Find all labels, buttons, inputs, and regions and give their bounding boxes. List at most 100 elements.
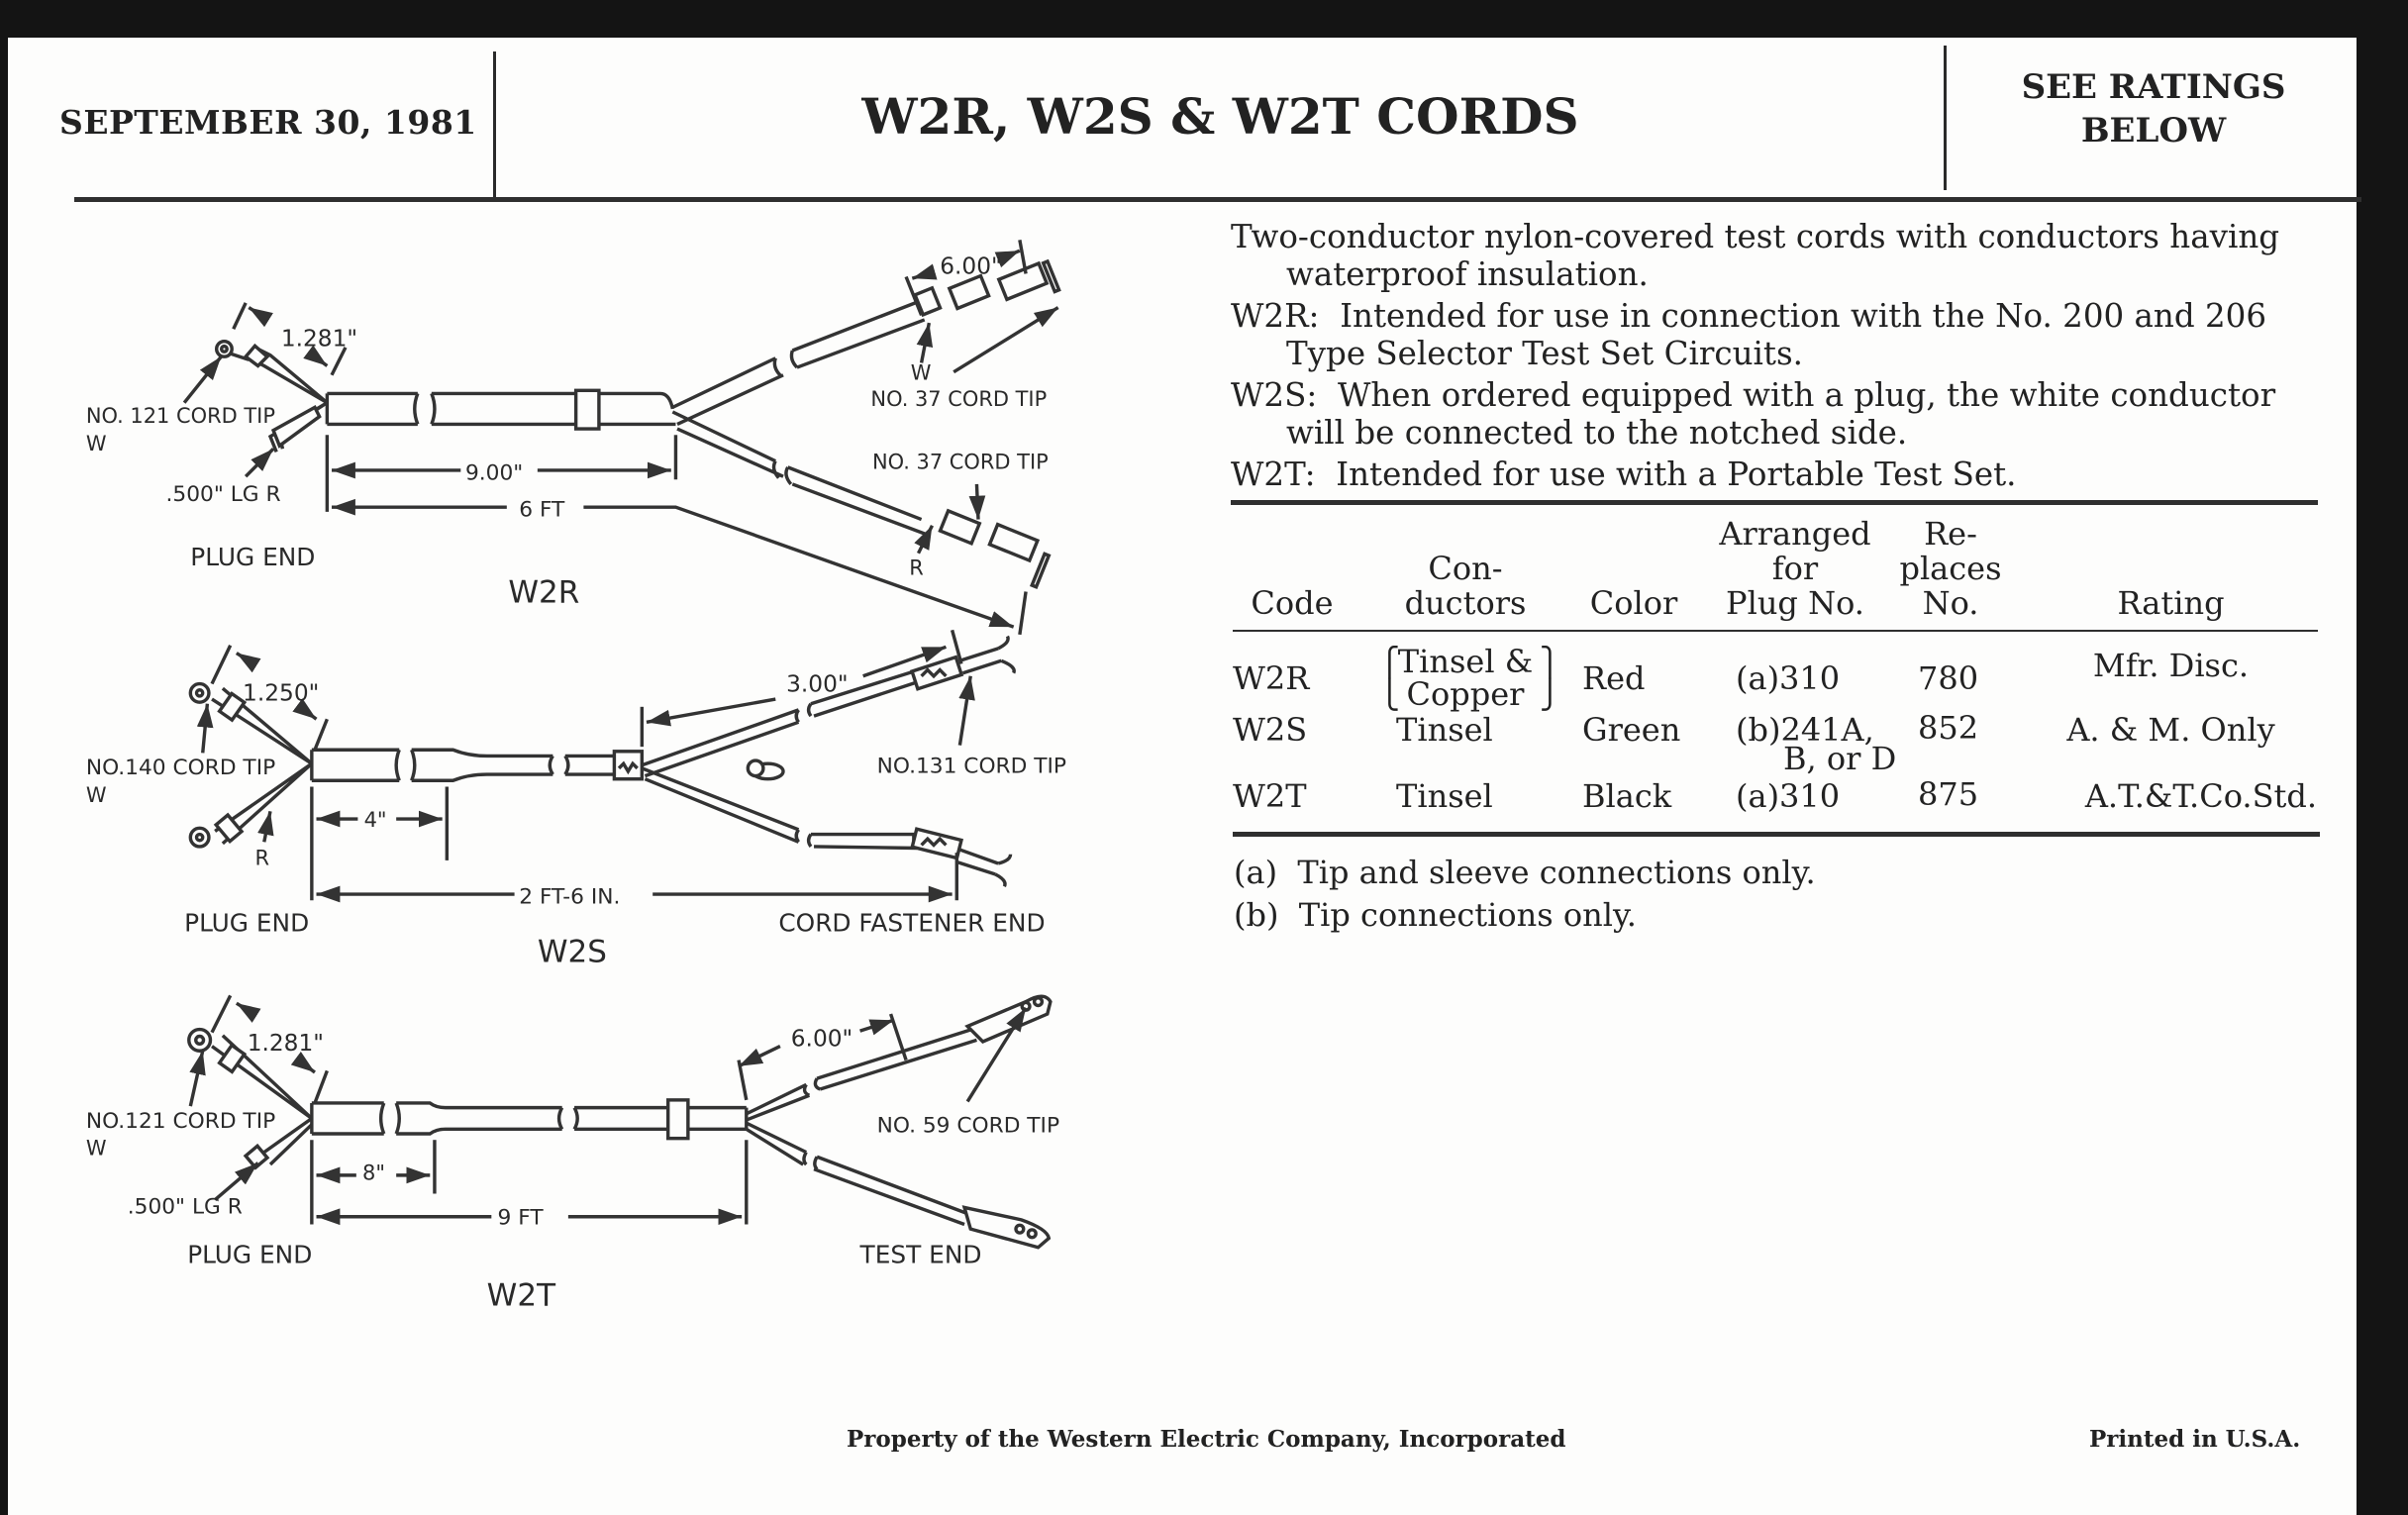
w2r-branch-length: 6.00": [940, 252, 1001, 279]
w2t-upper-branch: [746, 994, 1053, 1122]
description-text: Intended for use in connection with the …: [1286, 297, 2267, 372]
footnotes: (a) Tip and sleeve connections only. (b)…: [1234, 852, 1816, 937]
w2s-name: W2S: [538, 934, 607, 969]
w2s-main-cord: [310, 748, 645, 782]
cell-code: W2S: [1233, 711, 1308, 749]
w2s-dimensions: [196, 629, 975, 903]
cord-tip-icon: [938, 508, 982, 547]
w2t-far-tip-label: NO. 59 CORD TIP: [877, 1113, 1059, 1138]
w2t-sleeve-length: 8": [362, 1162, 385, 1185]
w2s-plug-tip-conductor: W: [86, 783, 107, 807]
cord-fastener-icon: [746, 758, 785, 781]
plug-line: B, or D: [1783, 740, 1897, 777]
description-lead: W2R:: [1231, 297, 1320, 335]
cord-tip-icon: [947, 273, 991, 311]
w2t-dimensions: [188, 994, 1028, 1226]
ring-tip-icon: [188, 826, 211, 849]
w2r-plug-end: PLUG END: [190, 543, 315, 571]
ratings-note-line-2: BELOW: [2080, 111, 2227, 151]
w2s-lower-branch: [641, 766, 1013, 888]
w2s-far-end: CORD FASTENER END: [778, 908, 1045, 937]
w2s-plug-tip-label: NO.140 CORD TIP: [86, 756, 275, 780]
footer-property: Property of the Western Electric Company…: [847, 1426, 1566, 1453]
cord-tip-icon: [996, 260, 1050, 302]
w2t-far-end: TEST END: [859, 1240, 982, 1268]
header-line: Re-: [1924, 515, 1977, 553]
table-header-rule: [1233, 630, 2318, 632]
col-header-conductors: Con- ductors: [1366, 552, 1564, 621]
w2t-overall-length: 9 FT: [498, 1206, 545, 1231]
w2r-overall-length: 6 FT: [519, 497, 565, 522]
issue-date: SEPTEMBER 30, 1981: [59, 103, 477, 142]
header-line: Color: [1589, 584, 1678, 622]
description-w2r: W2R: Intended for use in connection with…: [1231, 297, 2320, 372]
cell-rating: A.T.&T.Co.Std.: [2084, 777, 2317, 815]
cell-rating: A. & M. Only: [2066, 711, 2275, 749]
cell-color: Red: [1582, 659, 1646, 697]
ring-tip-icon: [214, 339, 234, 358]
conductor-line: Copper: [1406, 675, 1525, 713]
cell-rating: Mfr. Disc.: [2092, 647, 2250, 684]
footer-printed: Printed in U.S.A.: [2089, 1426, 2301, 1453]
w2s-overall-length: 2 FT-6 IN.: [519, 884, 620, 909]
col-header-replaces: Re- places No.: [1891, 517, 2010, 621]
cell-plug: (b)241A, B, or D: [1736, 713, 1896, 776]
w2t-diagram: 1.281" NO.121 CORD TIP W .500" LG R 8" 9…: [86, 994, 1059, 1314]
cord-tip-icon: [987, 522, 1041, 563]
cell-conductors: Tinsel: [1396, 711, 1493, 749]
description: Two-conductor nylon-covered test cords w…: [1231, 218, 2320, 493]
header-line: places: [1899, 550, 2002, 587]
cell-replaces: 780: [1918, 659, 1979, 697]
w2s-r-label: R: [254, 847, 269, 870]
w2t-branch-length: 6.00": [791, 1026, 853, 1053]
page-title: W2R, W2S & W2T CORDS: [861, 87, 1579, 146]
description-text: Intended for use with a Portable Test Se…: [1336, 455, 2017, 493]
spade-tip-icon: [994, 854, 1013, 888]
header-line: Arranged: [1719, 515, 1871, 553]
ring-tip-icon: [188, 681, 211, 704]
bracket-icon: ⎫⎭: [1540, 646, 1560, 711]
header-divider-left: [493, 51, 496, 198]
table-bottom-rule: [1233, 832, 2320, 837]
w2s-branch-length: 3.00": [786, 670, 848, 697]
description-intro: Two-conductor nylon-covered test cords w…: [1231, 218, 2320, 293]
w2r-plug-tip-conductor: W: [86, 432, 107, 455]
header-line: ductors: [1404, 584, 1527, 622]
cell-replaces: 875: [1918, 775, 1979, 813]
cell-color: Black: [1582, 777, 1672, 815]
w2r-r-label: R: [909, 556, 924, 579]
col-header-rating: Rating: [2025, 586, 2317, 621]
w2r-short-conductor: .500" LG R: [166, 482, 281, 507]
w2s-plug-end: PLUG END: [184, 908, 309, 937]
description-w2s: W2S: When ordered equipped with a plug, …: [1231, 376, 2320, 452]
cell-plug: (a)310: [1736, 777, 1841, 815]
w2r-plug-conductors: [214, 339, 329, 453]
description-text: Two-conductor nylon-covered test cords w…: [1231, 218, 2280, 293]
header-rule: [74, 197, 2361, 202]
cell-conductors: Tinsel: [1396, 777, 1493, 815]
col-header-plug: Arranged for Plug No.: [1706, 517, 1884, 621]
w2t-plug-end: PLUG END: [187, 1240, 312, 1268]
header-line: Rating: [2117, 584, 2225, 622]
w2t-plug-tip-label: NO.121 CORD TIP: [86, 1109, 275, 1134]
w2r-diagram: 1.281" NO. 121 CORD TIP W .500" LG R PLU…: [86, 240, 1061, 636]
cell-code: W2T: [1233, 777, 1307, 815]
description-text: When ordered equipped with a plug, the w…: [1286, 376, 2276, 452]
w2s-plug-conductors: [188, 681, 313, 849]
spade-tip-icon: [997, 635, 1016, 674]
cell-color: Green: [1582, 711, 1681, 749]
w2s-sleeve-length: 4": [364, 808, 387, 832]
header-line: Plug No.: [1726, 584, 1864, 622]
footnote-b: (b) Tip connections only.: [1234, 896, 1637, 934]
w2r-plug-tip-label: NO. 121 CORD TIP: [86, 404, 275, 428]
alligator-clip-icon: [961, 1205, 1052, 1250]
conductor-line: Tinsel &: [1397, 643, 1534, 680]
cell-replaces: 852: [1918, 709, 1979, 747]
w2t-plug-conductors: [187, 1027, 314, 1170]
col-header-code: Code: [1233, 586, 1352, 621]
footnote-a: (a) Tip and sleeve connections only.: [1234, 854, 1816, 891]
bracket-icon: ⎧⎩: [1379, 646, 1400, 711]
w2t-tip-length: 1.281": [248, 1030, 324, 1057]
header-line: No.: [1922, 584, 1979, 622]
